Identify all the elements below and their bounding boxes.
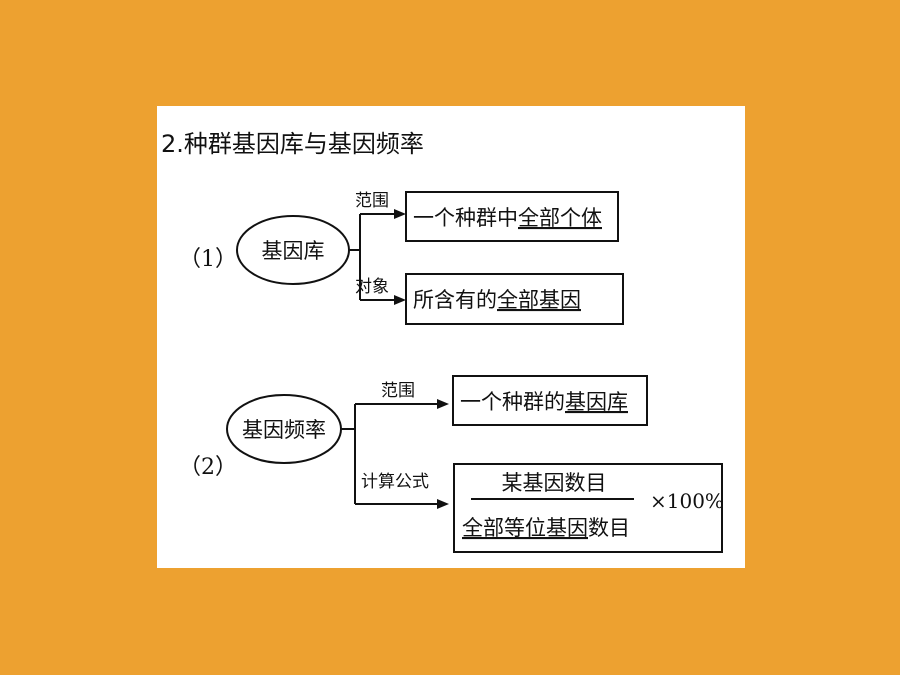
part1-bottom-answer: 全部基因 xyxy=(497,288,581,312)
slide-panel: 2.种群基因库与基因频率 （1） 基因库 范围 对象 一个种群中全部个体 所含有… xyxy=(157,106,745,568)
part2-formula-box xyxy=(453,463,723,553)
part1-top-answer: 全部个体 xyxy=(518,206,602,230)
part1-arrow-bottom xyxy=(394,295,406,305)
part1-bottom-branch-label: 对象 xyxy=(355,277,389,297)
part2-number: （2） xyxy=(179,455,237,480)
part2-connectors xyxy=(341,403,441,505)
part1-top-box-text: 一个种群中全部个体 xyxy=(413,206,602,230)
formula-numerator: 某基因数目 xyxy=(502,471,607,495)
part2-arrow-bottom xyxy=(437,499,449,509)
part2-top-box xyxy=(452,375,648,426)
part1-connectors xyxy=(349,213,398,301)
formula-denominator: 全部等位基因数目 xyxy=(462,516,630,540)
part2-arrow-top xyxy=(437,399,449,409)
formula-denominator-answer: 全部等位基因 xyxy=(462,516,588,540)
part1-node-label: 基因库 xyxy=(262,239,325,263)
part1-bottom-box xyxy=(405,273,624,325)
slide-title: 2.种群基因库与基因频率 xyxy=(161,130,424,158)
concept-diagram: 2.种群基因库与基因频率 （1） 基因库 范围 对象 一个种群中全部个体 所含有… xyxy=(161,130,724,553)
part1-number: （1） xyxy=(179,247,237,272)
part1-bottom-box-text: 所含有的全部基因 xyxy=(413,288,581,312)
formula-multiplier: ×100% xyxy=(650,489,724,513)
part2-top-box-text: 一个种群的基因库 xyxy=(460,390,628,414)
part1-top-branch-label: 范围 xyxy=(355,191,389,211)
part1-top-box xyxy=(405,191,619,242)
part1-arrow-top xyxy=(394,209,406,219)
part2-top-branch-label: 范围 xyxy=(381,381,415,401)
part2-node-label: 基因频率 xyxy=(242,418,326,442)
part2-top-answer: 基因库 xyxy=(565,390,628,414)
part2-bottom-branch-label: 计算公式 xyxy=(361,472,429,492)
